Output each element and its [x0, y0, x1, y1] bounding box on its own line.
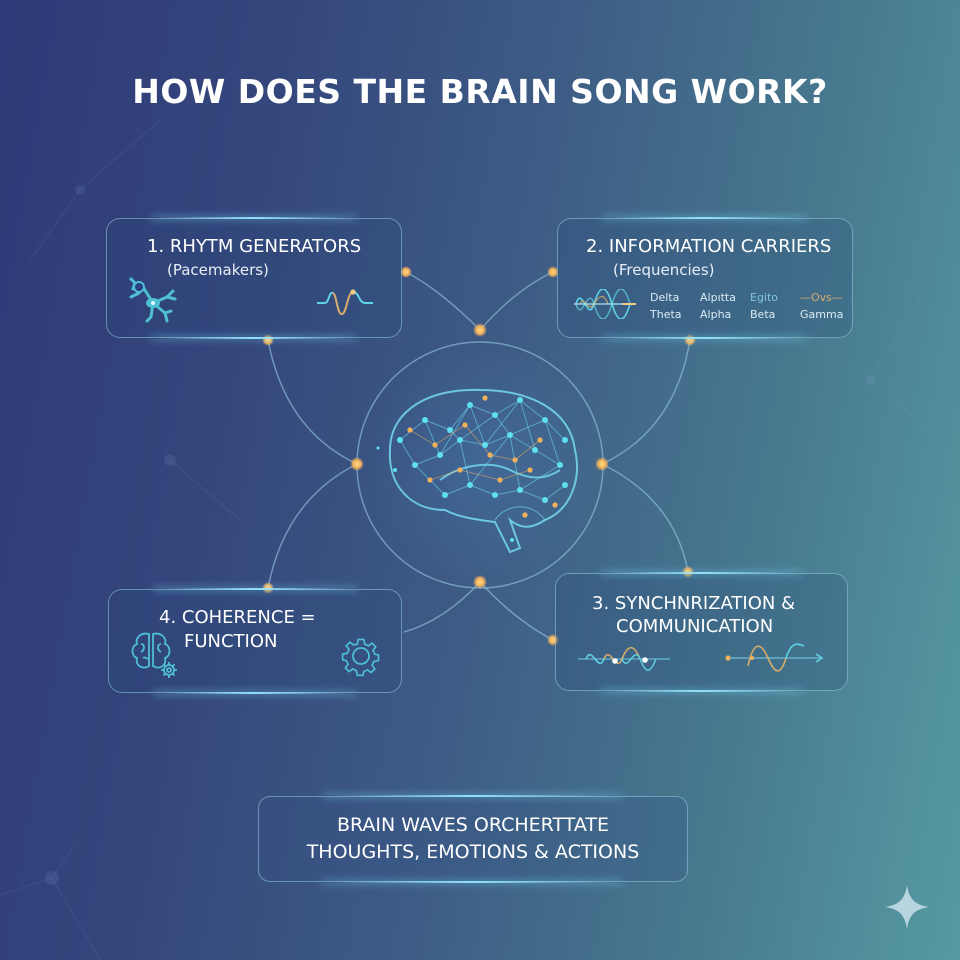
brain-network-icon	[376, 388, 578, 554]
card-synchronization-communication: 3. SYNCHNRIZATION & COMMUNICATION	[555, 572, 848, 692]
card-information-carriers: 2. INFORMATION CARRIERS (Frequencies) De…	[557, 217, 853, 339]
freq-label: Gamma	[800, 308, 844, 321]
multi-wave-icon	[574, 289, 636, 319]
card-coherence-function: 4. COHERENCE = FUNCTION	[108, 588, 402, 694]
card-title: 2. INFORMATION CARRIERS	[586, 236, 832, 257]
card-rhythm-generators: 1. RHYTM GENERATORS (Pacemakers)	[106, 217, 402, 339]
card-title-line2: FUNCTION	[184, 631, 278, 652]
card-subtitle: (Frequencies)	[613, 261, 715, 279]
summary-box: BRAIN WAVES ORCHERTTATE THOUGHTS, EMOTIO…	[258, 795, 688, 883]
wave-arrow-icon	[725, 643, 824, 672]
neuron-icon	[129, 277, 177, 323]
card-subtitle: (Pacemakers)	[167, 261, 269, 279]
summary-line-2: THOUGHTS, EMOTIONS & ACTIONS	[306, 841, 640, 863]
page-title: HOW DOES THE BRAIN SONG WORK?	[132, 72, 828, 111]
freq-label: —Ovs—	[800, 291, 843, 304]
frequency-grid: Delta Alpıtta Egito —Ovs— Theta Alpha Be…	[650, 291, 850, 321]
freq-label: Theta	[650, 308, 682, 321]
waveform-icon	[317, 289, 373, 315]
sync-wave-icon	[578, 646, 670, 671]
card-title: 4. COHERENCE =	[159, 607, 316, 628]
summary-line-1: BRAIN WAVES ORCHERTTATE	[336, 814, 610, 836]
card-title-line2: COMMUNICATION	[616, 616, 774, 637]
freq-label: Delta	[650, 291, 680, 304]
freq-label: Alpıtta	[700, 291, 736, 304]
brain-gear-icon	[131, 632, 177, 678]
card-title: 3. SYNCHNRIZATION &	[592, 593, 796, 614]
freq-label: Egito	[750, 291, 779, 304]
card-title: 1. RHYTM GENERATORS	[147, 236, 362, 257]
sparkle-icon	[885, 885, 929, 929]
freq-label: Alpha	[700, 308, 732, 321]
freq-label: Beta	[750, 308, 776, 321]
gear-icon	[341, 638, 380, 677]
